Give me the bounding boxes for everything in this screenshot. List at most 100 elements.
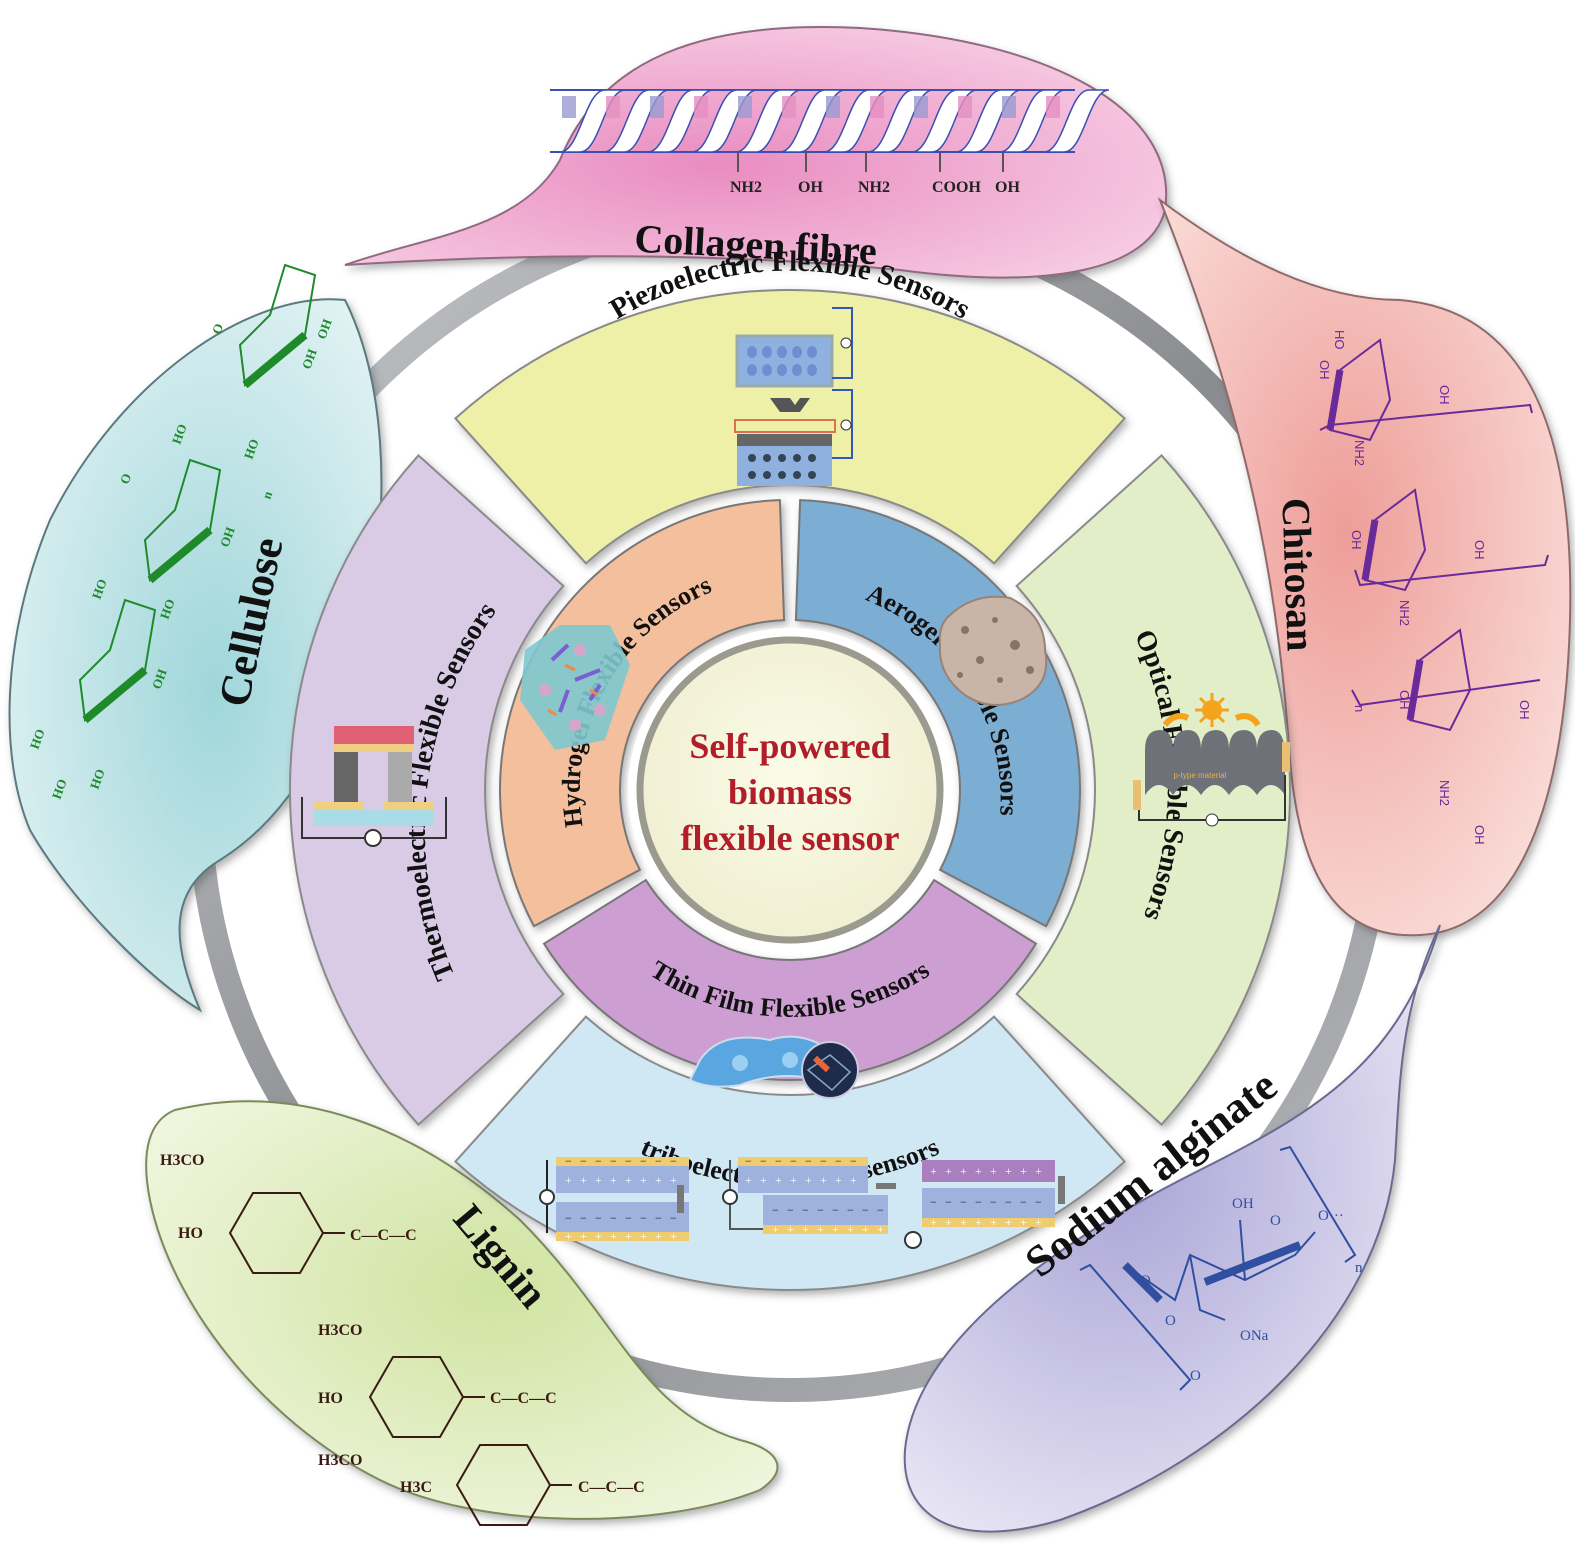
charge-mark: + (580, 1229, 587, 1243)
functional-group-label: OH (995, 179, 1020, 196)
chitosan-group: OH (1349, 530, 1364, 550)
collagen-triple-helix-icon (550, 89, 1110, 153)
chitosan-group: NH2 (1352, 440, 1367, 466)
charge-mark: + (1035, 1164, 1042, 1178)
charge-mark: − (1020, 1195, 1027, 1209)
charge-mark: − (787, 1203, 794, 1217)
charge-mark: + (1020, 1164, 1027, 1178)
thin-film-sheet-icon (688, 1035, 859, 1099)
cellulose-group: HO (169, 422, 190, 446)
charge-mark: − (1005, 1195, 1012, 1209)
charge-mark: + (655, 1229, 662, 1243)
charge-mark: − (960, 1195, 967, 1209)
charge-mark: + (832, 1222, 839, 1236)
functional-group-label: NH2 (858, 179, 890, 196)
charge-mark: − (817, 1203, 824, 1217)
charge-mark: − (610, 1211, 617, 1225)
aerogel-porous-particle-icon (938, 595, 1048, 706)
alginate-group: O··· (1318, 1208, 1344, 1224)
hydrogel-network-cube-icon (520, 625, 630, 750)
chitosan-group: HO (1332, 330, 1347, 350)
charge-mark: − (877, 1203, 884, 1217)
charge-mark: − (802, 1203, 809, 1217)
functional-group-label: NH2 (730, 179, 762, 196)
segment-thermoelectric[interactable] (288, 454, 565, 1126)
cellulose-group: HO (157, 597, 178, 621)
charge-mark: + (670, 1229, 677, 1243)
lignin-group: H3CO (318, 1322, 362, 1339)
segment-optical[interactable] (1015, 454, 1291, 1126)
charge-mark: + (802, 1222, 809, 1236)
chitosan-group: n (1352, 705, 1367, 712)
cellulose-group: OH (314, 317, 335, 341)
charge-mark: + (670, 1173, 677, 1187)
lignin-group: H3C (400, 1479, 432, 1496)
glucose-ring-bond (147, 526, 213, 584)
charge-mark: + (960, 1215, 967, 1229)
charge-mark: + (565, 1229, 572, 1243)
charge-mark: + (1005, 1215, 1012, 1229)
charge-mark: + (790, 1173, 797, 1187)
charge-mark: + (817, 1222, 824, 1236)
sugar-ring-bond (1406, 659, 1424, 721)
helix-segment (1046, 96, 1060, 118)
chitosan-group: OH (1437, 385, 1452, 405)
segment-thinfilm[interactable] (542, 878, 1038, 1081)
charge-mark: + (1020, 1215, 1027, 1229)
charge-mark: + (625, 1173, 632, 1187)
charge-mark: − (640, 1211, 647, 1225)
charge-mark: − (847, 1203, 854, 1217)
cellulose-structure-icon (78, 263, 317, 724)
charge-mark: − (670, 1211, 677, 1225)
charge-mark: + (847, 1222, 854, 1236)
alginate-group: O (1165, 1313, 1176, 1329)
charge-mark: − (945, 1195, 952, 1209)
charge-mark: + (760, 1173, 767, 1187)
charge-mark: + (595, 1229, 602, 1243)
petal-lignin[interactable] (145, 1100, 779, 1520)
center-hub[interactable]: Self-powered biomass flexible sensor (628, 628, 952, 952)
charge-mark: + (580, 1173, 587, 1187)
charge-mark: + (820, 1173, 827, 1187)
functional-group-label: OH (798, 179, 823, 196)
segment-hydrogel[interactable] (499, 499, 786, 928)
helix-segment (826, 96, 840, 118)
charge-mark: − (745, 1154, 752, 1168)
chitosan-group: NH2 (1397, 600, 1412, 626)
petal-sodium-alginate[interactable] (903, 924, 1441, 1533)
charge-mark: − (595, 1154, 602, 1168)
lignin-group: C—C—C (578, 1479, 645, 1496)
alginate-group: O (1270, 1213, 1281, 1229)
helix-segment (914, 96, 928, 118)
helix-segment (606, 96, 620, 118)
alginate-group: OH (1232, 1196, 1254, 1212)
charge-mark: + (625, 1229, 632, 1243)
helix-segment (562, 96, 576, 118)
charge-mark: + (595, 1173, 602, 1187)
functional-group-label: COOH (932, 179, 981, 196)
chitosan-group: OH (1317, 360, 1332, 380)
charge-mark: − (790, 1154, 797, 1168)
charge-mark: − (640, 1154, 647, 1168)
helix-segment (650, 96, 664, 118)
charge-mark: − (1035, 1195, 1042, 1209)
sugar-ring-bond (1326, 369, 1344, 431)
charge-mark: + (990, 1164, 997, 1178)
cellulose-group: HO (87, 767, 108, 791)
charge-mark: − (975, 1195, 982, 1209)
charge-mark: − (990, 1195, 997, 1209)
charge-mark: + (640, 1229, 647, 1243)
charge-mark: + (1005, 1164, 1012, 1178)
charge-mark: − (862, 1203, 869, 1217)
charge-mark: + (655, 1173, 662, 1187)
segment-piezoelectric[interactable] (454, 288, 1126, 565)
helix-segment (694, 96, 708, 118)
charge-mark: − (610, 1154, 617, 1168)
petal-label-chitosan: Chitosan (1273, 497, 1323, 652)
charge-mark: − (820, 1154, 827, 1168)
cellulose-group: HO (49, 777, 70, 801)
